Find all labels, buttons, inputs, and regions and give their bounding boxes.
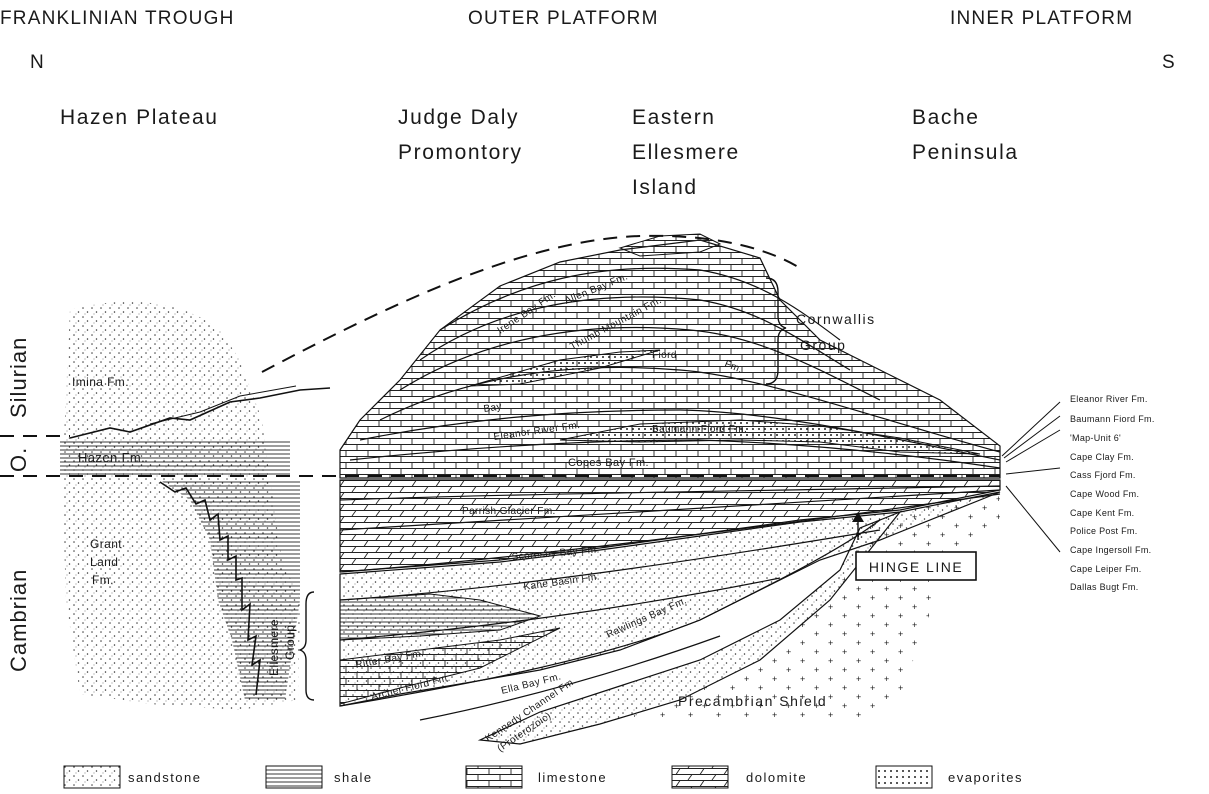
legend-swatch-limestone <box>465 765 523 789</box>
inner-platform-unit-list: Eleanor River Fm. Baumann Fiord Fm. 'Map… <box>1070 394 1155 592</box>
locality-bache-peninsula: Bache Peninsula <box>912 106 1019 164</box>
ellesmere-group-brace <box>297 591 315 701</box>
south-indicator: S <box>1162 52 1176 73</box>
label-hazen-fm: Hazen Fm. <box>78 450 145 465</box>
north-indicator: N <box>30 52 45 73</box>
locality-hazen-plateau: Hazen Plateau <box>60 106 219 129</box>
cornwallis-group-brace <box>765 277 787 385</box>
label-imina-fm: Imina Fm. <box>72 375 129 389</box>
hinge-line-label: HINGE LINE <box>869 559 963 575</box>
unit-10: Cape Leiper Fm. <box>1070 564 1142 574</box>
grant-land-shale-wedge <box>160 480 300 700</box>
label-ellesmere-2: Group <box>283 625 297 660</box>
legend: sandstone shale limestone dolomite evapo… <box>63 765 1023 789</box>
hinge-line-box <box>855 551 977 581</box>
unit-1: Eleanor River Fm. <box>1070 394 1148 404</box>
unit-8: Police Post Fm. <box>1070 526 1138 536</box>
unit-7: Cape Kent Fm. <box>1070 508 1134 518</box>
fiord-fm-evaporites <box>469 349 661 387</box>
formation-contacts <box>339 267 1001 721</box>
legend-swatch-evaporites <box>875 765 933 789</box>
facies-boundary-silurian <box>69 387 331 439</box>
label-baumann-fiord: Baumann Fiord Fm. <box>652 424 747 435</box>
legend-swatch-sandstone <box>63 765 121 789</box>
legend-swatch-shale <box>265 765 323 789</box>
unit-4: Cape Clay Fm. <box>1070 452 1134 462</box>
region-outer-platform: OUTER PLATFORM <box>468 8 659 29</box>
facies-boundary-cambrian <box>159 481 261 696</box>
legend-label-dolomite: dolomite <box>746 770 807 785</box>
label-precambrian-shield: Precambrian Shield <box>678 693 827 709</box>
label-grant-land-3: Fm. <box>92 573 114 587</box>
unit-2: Baumann Fiord Fm. <box>1070 414 1155 424</box>
unit-5: Cass Fjord Fm. <box>1070 470 1136 480</box>
hinge-line-arrowhead <box>852 512 864 522</box>
label-cornwallis-2: Group <box>800 337 846 353</box>
legend-label-evaporites: evaporites <box>948 770 1023 785</box>
precambrian-shield <box>620 494 1000 720</box>
locality-eastern-ellesmere-island: Eastern Ellesmere Island <box>632 106 740 199</box>
label-fiord: Fiord <box>652 350 677 361</box>
locality-judge-daly-promontory: Judge Daly Promontory <box>398 106 523 164</box>
unit-leader-lines <box>1001 401 1061 553</box>
label-parrish-glacier: Parrish Glacier Fm. <box>462 506 556 517</box>
label-grant-land-1: Grant <box>90 537 122 551</box>
shale-tongue <box>149 385 297 425</box>
label-copes-bay: Copes Bay Fm. <box>568 457 649 469</box>
unit-9: Cape Ingersoll Fm. <box>1070 545 1151 555</box>
time-boundaries <box>0 234 1000 477</box>
legend-label-shale: shale <box>334 770 373 785</box>
archer-fiord-limestone <box>339 627 561 705</box>
legend-swatch-dolomite <box>671 765 729 789</box>
label-grant-land-2: Land <box>90 555 118 569</box>
label-ellesmere-1: Ellesmere <box>267 619 281 676</box>
region-inner-platform: INNER PLATFORM <box>950 8 1134 29</box>
legend-label-limestone: limestone <box>538 770 607 785</box>
unit-6: Cape Wood Fm. <box>1070 489 1139 499</box>
label-bay: Bay <box>483 402 503 415</box>
hazen-fm-shale <box>60 440 290 476</box>
unit-11: Dallas Bugt Fm. <box>1070 582 1139 592</box>
legend-label-sandstone: sandstone <box>128 770 202 785</box>
unit-3: 'Map-Unit 6' <box>1070 433 1121 443</box>
label-cornwallis-1: Cornwallis <box>796 311 876 327</box>
region-franklinian-trough: FRANKLINIAN TROUGH <box>0 8 235 29</box>
baumann-fiord-evaporites <box>559 419 981 455</box>
